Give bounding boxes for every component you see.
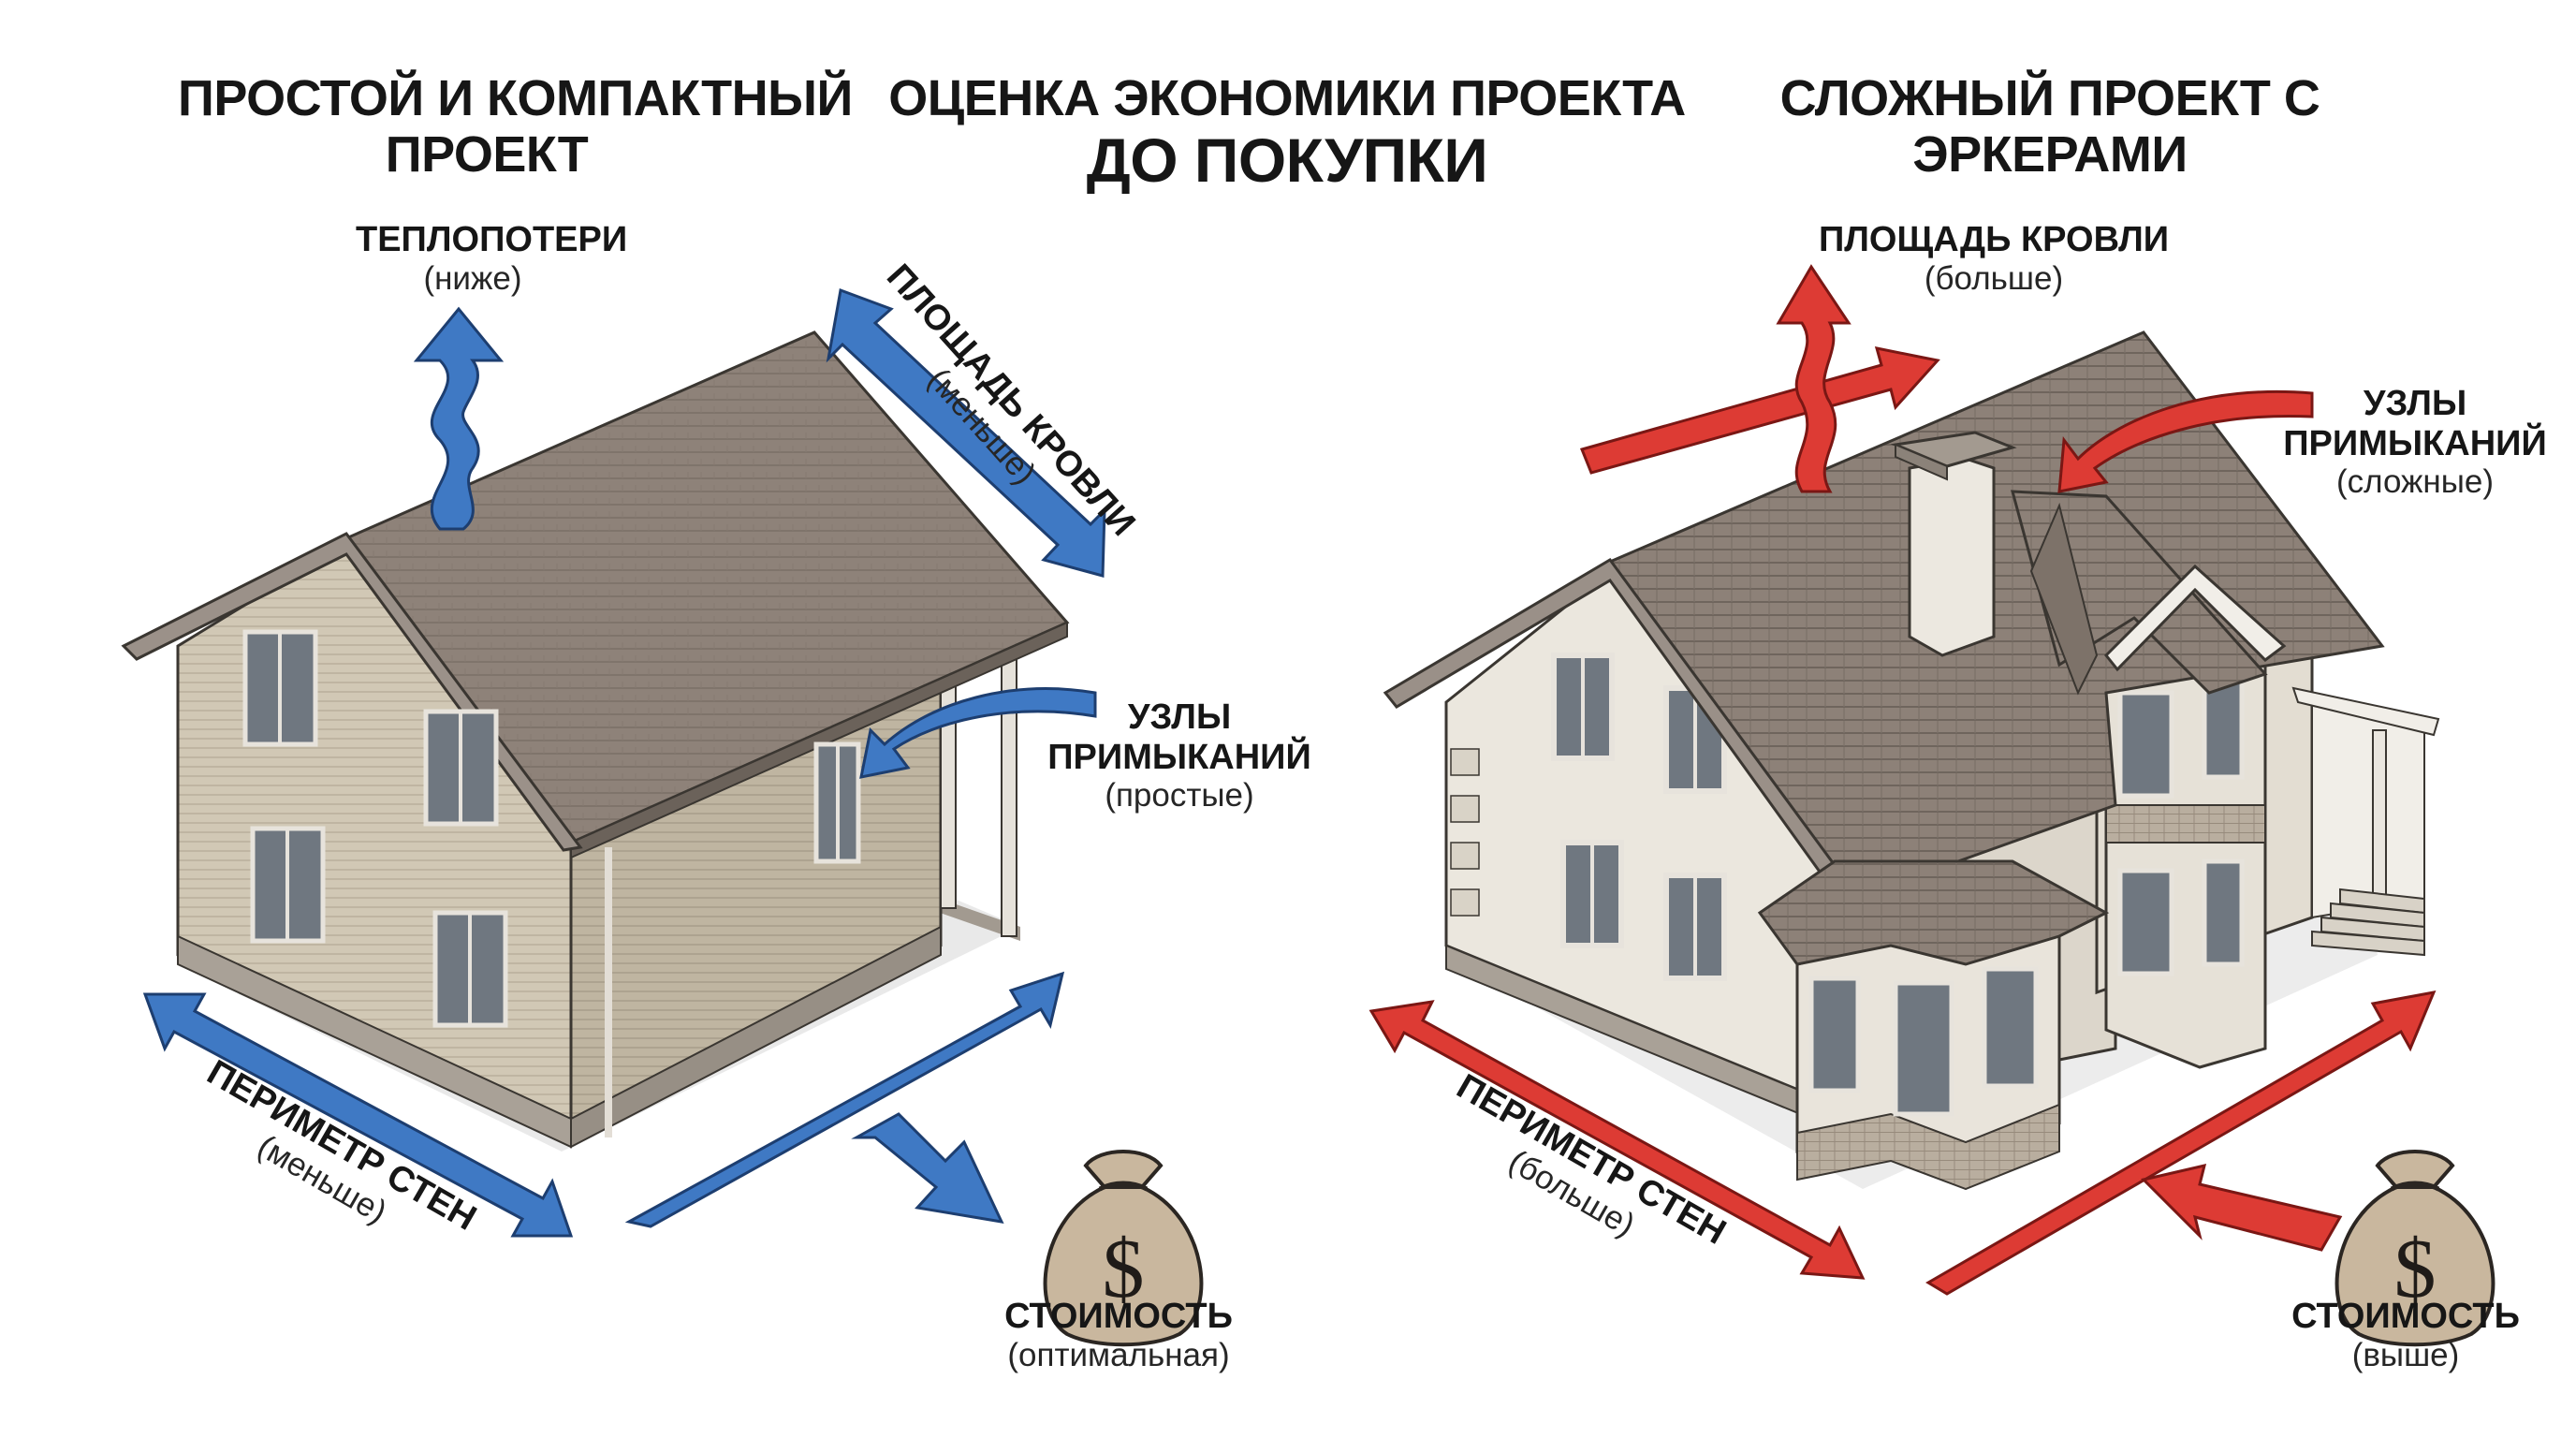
- junctions-title-left-1: УЗЛЫ: [1127, 697, 1232, 737]
- chimney: [1908, 457, 1996, 657]
- roof-area-title-right: ПЛОЩАДЬ КРОВЛИ: [1818, 220, 2170, 259]
- cost-title-right: СТОИМОСТЬ: [2291, 1297, 2520, 1336]
- perimeter-arrow-right-house-left: [1368, 1000, 1866, 1280]
- right-title-line1: СЛОЖНЫЙ ПРОЕКТ С: [1779, 70, 2320, 126]
- roof-area-note-right: (больше): [1924, 259, 2064, 297]
- complex-house: [1383, 330, 2440, 1191]
- junctions-note-left: (простые): [1105, 777, 1254, 814]
- junctions-label-right: УЗЛЫ ПРИМЫКАНИЙ (сложные): [2275, 384, 2555, 500]
- heat-loss-label: ТЕПЛОПОТЕРИ (ниже): [356, 220, 628, 297]
- roof-area-arrow-right: [1579, 346, 1940, 475]
- cost-note-right: (выше): [2351, 1336, 2460, 1373]
- junctions-note-right: (сложные): [2335, 463, 2495, 501]
- cost-title-left: СТОИМОСТЬ: [1004, 1297, 1233, 1336]
- cost-label-right: СТОИМОСТЬ (выше): [2275, 1297, 2537, 1373]
- right-title: СЛОЖНЫЙ ПРОЕКТ С ЭРКЕРАМИ: [1760, 70, 2340, 183]
- cost-note-left: (оптимальная): [1007, 1336, 1230, 1373]
- dollar-sign-icon: $: [1103, 1223, 1145, 1315]
- center-title-line2: ДО ПОКУПКИ: [1086, 125, 1488, 196]
- junctions-title-right-1: УЗЛЫ: [2363, 384, 2467, 423]
- left-arrows: [142, 287, 1106, 1238]
- center-title-line1: ОЦЕНКА ЭКОНОМИКИ ПРОЕКТА: [888, 70, 1686, 126]
- cost-label-left: СТОИМОСТЬ (оптимальная): [964, 1297, 1273, 1373]
- dollar-sign-icon: $: [2394, 1223, 2437, 1315]
- perimeter-arrow-right: [624, 971, 1065, 1228]
- roof-area-arrow: [826, 287, 1106, 578]
- money-bag-icon: $: [2334, 1150, 2496, 1347]
- perimeter-arrow-right-house-right: [1925, 990, 2437, 1296]
- bay-roof: [1757, 859, 2110, 966]
- right-title-line2: ЭРКЕРАМИ: [1912, 126, 2188, 183]
- money-bag-icon: $: [1043, 1150, 1204, 1347]
- cost-arrow-left: [851, 1112, 1004, 1224]
- heat-loss-arrow: [413, 306, 505, 531]
- junctions-title-right-2: ПРИМЫКАНИЙ: [2283, 423, 2547, 463]
- junction-arrow-left: [859, 687, 1097, 779]
- heat-loss-note: (ниже): [423, 259, 522, 297]
- junctions-title-left-2: ПРИМЫКАНИЙ: [1047, 737, 1311, 777]
- cost-arrow-right: [2141, 1163, 2343, 1252]
- left-title-line2: ПРОЕКТ: [385, 126, 589, 183]
- center-title: ОЦЕНКА ЭКОНОМИКИ ПРОЕКТА ДО ПОКУПКИ: [861, 70, 1713, 196]
- left-title: ПРОСТОЙ И КОМПАКТНЫЙ ПРОЕКТ: [178, 70, 853, 183]
- roof-area-label-right: ПЛОЩАДЬ КРОВЛИ (больше): [1816, 220, 2172, 297]
- heat-loss-title: ТЕПЛОПОТЕРИ: [356, 220, 628, 259]
- perimeter-arrow-left: [142, 992, 574, 1238]
- right-arrows: [1368, 264, 2437, 1296]
- junction-arrow-right: [2057, 389, 2314, 493]
- heat-squiggle-right: [1776, 264, 1852, 493]
- junctions-label-left: УЗЛЫ ПРИМЫКАНИЙ (простые): [1039, 697, 1320, 814]
- left-title-line1: ПРОСТОЙ И КОМПАКТНЫЙ: [178, 70, 853, 126]
- simple-house: [121, 330, 1070, 1152]
